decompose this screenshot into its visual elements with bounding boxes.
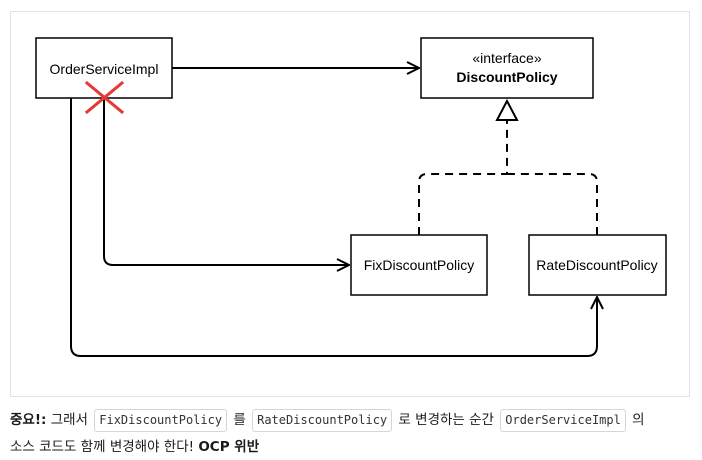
caption-text: 의 (627, 412, 645, 428)
ocp-violation-label: OCP 위반 (198, 439, 260, 455)
code-rate-discount-policy: RateDiscountPolicy (252, 408, 393, 432)
edge-rate-realizes-discount-policy (507, 173, 598, 235)
code-fix-discount-policy: FixDiscountPolicy (94, 408, 228, 432)
discount-policy-node: «interface» DiscountPolicy (420, 37, 594, 99)
fix-discount-policy-label: FixDiscountPolicy (364, 257, 474, 273)
important-label: 중요!: (10, 412, 47, 428)
fix-discount-policy-node: FixDiscountPolicy (350, 234, 488, 296)
order-service-impl-label: OrderServiceImpl (50, 61, 159, 77)
caption-line-2: 소스 코드도 함께 변경해야 한다! OCP 위반 (10, 437, 694, 457)
rate-discount-policy-node: RateDiscountPolicy (528, 234, 667, 296)
discount-policy-label: DiscountPolicy (456, 69, 557, 85)
rate-discount-policy-label: RateDiscountPolicy (536, 257, 657, 273)
caption-text: 를 (229, 412, 251, 428)
caption-line-1: 중요!: 그래서 FixDiscountPolicy 를 RateDiscoun… (10, 407, 694, 433)
caption-text: 소스 코드도 함께 변경해야 한다! (10, 439, 199, 455)
realization-triangle-icon (495, 98, 519, 121)
edge-order-to-rate-policy (70, 98, 597, 357)
order-service-impl-node: OrderServiceImpl (35, 37, 173, 99)
code-order-service-impl: OrderServiceImpl (500, 408, 626, 432)
class-diagram: OrderServiceImpl «interface» DiscountPol… (35, 37, 667, 357)
caption-text: 그래서 (46, 412, 93, 428)
cross-out-x-icon (84, 80, 125, 115)
interface-stereotype: «interface» (472, 50, 541, 66)
edge-fix-realizes-discount-policy (418, 120, 508, 235)
edge-order-to-fix-policy (103, 98, 349, 265)
diagram-frame: OrderServiceImpl «interface» DiscountPol… (10, 11, 690, 397)
caption-text: 로 변경하는 순간 (394, 412, 499, 428)
